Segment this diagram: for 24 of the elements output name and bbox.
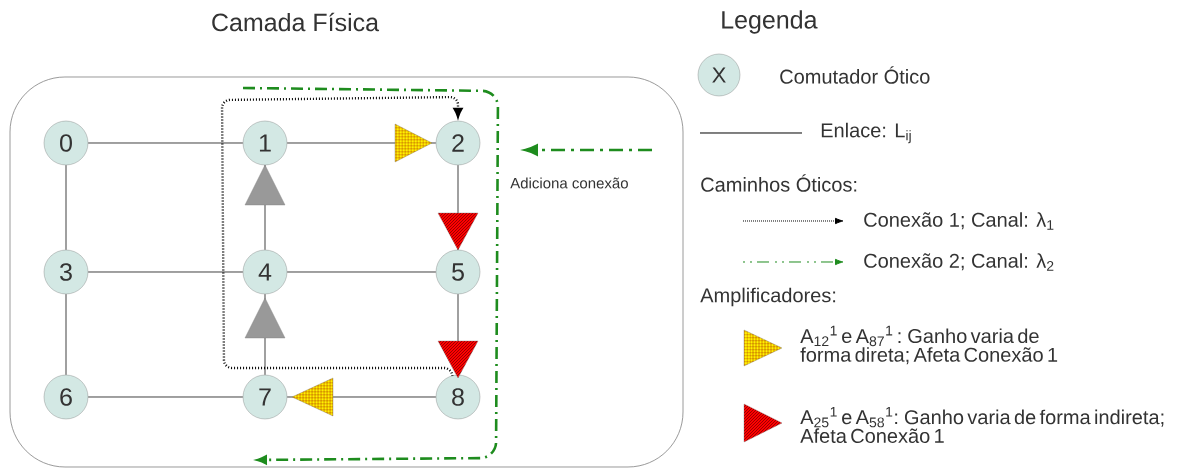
link-line xyxy=(87,396,244,398)
link-line xyxy=(87,271,244,273)
legend-text: Comutador Ótico xyxy=(780,66,930,84)
legend-text: A$_{12}$$^{1}$ e A$_{87}$$^{1}$ : Ganho varia de forma direta; Afeta Conexão 1 xyxy=(800,325,1058,365)
legend-text: A$_{25}$$^{1}$ e A$_{58}$$^{1}$: Ganho varia de forma indireta; Afeta Conexão 1 xyxy=(800,406,1164,443)
lightpath-arrow xyxy=(220,95,463,378)
section-label: Caminhos Óticos: xyxy=(701,174,857,192)
amplified-link xyxy=(244,293,286,376)
heading: Camada Física xyxy=(212,12,380,32)
link-line xyxy=(65,164,67,251)
legend-text: Conexão 1; Canal: λ$_{1}$ xyxy=(864,212,1054,230)
amplified-link xyxy=(437,164,479,251)
amplified-link xyxy=(286,377,437,417)
amplified-link xyxy=(286,123,437,163)
link-line xyxy=(87,142,244,144)
legend-text: Enlace: L$_{ij}$ xyxy=(821,122,911,144)
link-line xyxy=(65,293,67,376)
amplified-link xyxy=(437,293,479,379)
annotation: Adiciona conexão xyxy=(510,177,628,189)
amplified-link xyxy=(244,164,286,251)
legend-text: Conexão 2; Canal: λ$_{2}$ xyxy=(864,253,1054,271)
link-line xyxy=(286,271,437,273)
heading: Legenda xyxy=(722,10,818,34)
section-label: Amplificadores: xyxy=(700,287,836,307)
